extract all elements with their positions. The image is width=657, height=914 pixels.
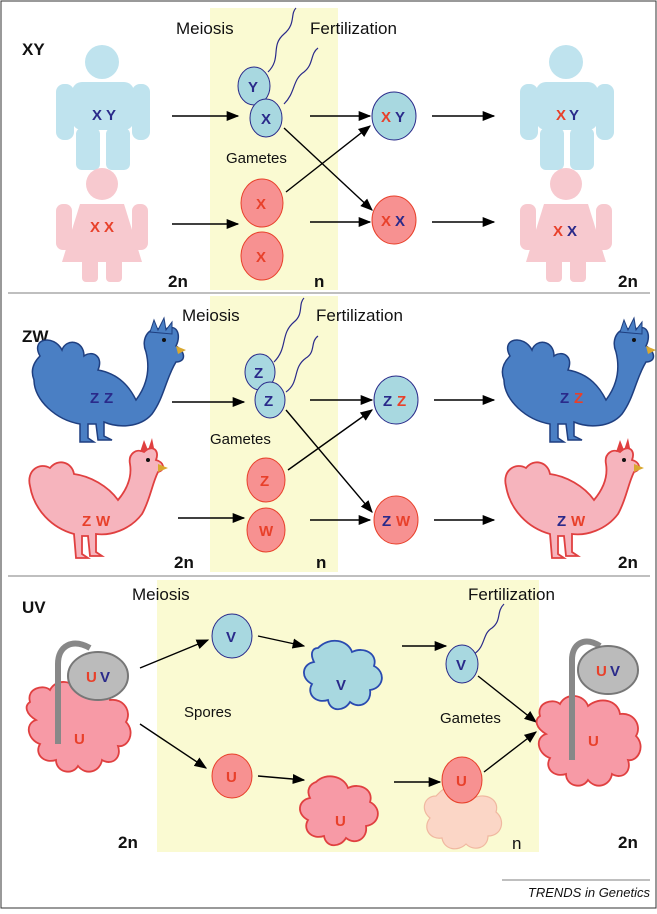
zygote-xx-x1: X bbox=[381, 213, 391, 230]
egg-z-label: Z bbox=[260, 473, 269, 490]
zygote-zw-w: W bbox=[396, 513, 411, 530]
male-right-x: X bbox=[556, 107, 566, 124]
ploidy-right-xy: 2n bbox=[618, 272, 638, 291]
egg-w-label: W bbox=[259, 523, 274, 540]
ploidy-mid-xy: n bbox=[314, 272, 324, 291]
spore-v-label: V bbox=[226, 629, 236, 646]
sporophyte-right-u: U bbox=[596, 663, 607, 680]
meiosis-label-zw: Meiosis bbox=[182, 306, 240, 325]
sporophyte-left-v: V bbox=[100, 669, 110, 686]
ploidy-right-zw: 2n bbox=[618, 553, 638, 572]
fertilization-label-xy: Fertilization bbox=[310, 19, 397, 38]
fertilization-label-zw: Fertilization bbox=[316, 306, 403, 325]
ploidy-left-xy: 2n bbox=[168, 272, 188, 291]
hen-right-w: W bbox=[571, 513, 586, 530]
egg-x-1-label: X bbox=[256, 196, 266, 213]
gamete-x-sperm-label: X bbox=[261, 111, 271, 128]
zygote-zw-z: Z bbox=[382, 513, 391, 530]
gamete-u-label: U bbox=[456, 773, 467, 790]
hen-left-w: W bbox=[96, 513, 111, 530]
gamete-v-label: V bbox=[456, 657, 466, 674]
rooster-left-z2: Z bbox=[104, 390, 113, 407]
male-gametophyte-v: V bbox=[336, 677, 346, 694]
meiosis-label-xy: Meiosis bbox=[176, 19, 234, 38]
zygote-zz bbox=[374, 376, 418, 424]
gamete-z1-label: Z bbox=[254, 365, 263, 382]
fertilization-label-uv: Fertilization bbox=[468, 585, 555, 604]
spores-label: Spores bbox=[184, 704, 232, 721]
hen-left-z: Z bbox=[82, 513, 91, 530]
ploidy-mid-zw: n bbox=[316, 553, 326, 572]
footer-credit: TRENDS in Genetics bbox=[528, 885, 651, 900]
rooster-left-z1: Z bbox=[90, 390, 99, 407]
gamete-z2-label: Z bbox=[264, 393, 273, 410]
zygote-zz-z2: Z bbox=[397, 393, 406, 410]
rooster-right-z1: Z bbox=[560, 390, 569, 407]
ploidy-left-zw: 2n bbox=[174, 553, 194, 572]
zygote-xy bbox=[372, 92, 416, 140]
hen-right-z: Z bbox=[557, 513, 566, 530]
zygote-xx bbox=[372, 196, 416, 244]
ploidy-mid-uv: n bbox=[512, 834, 521, 853]
gametophyte-left-u: U bbox=[74, 731, 85, 748]
gametophyte-right-u: U bbox=[588, 733, 599, 750]
female-left-x2: X bbox=[104, 219, 114, 236]
male-left-y: Y bbox=[106, 107, 116, 124]
meiosis-label-uv: Meiosis bbox=[132, 585, 190, 604]
male-left-x: X bbox=[92, 107, 102, 124]
zygote-xy-x: X bbox=[381, 109, 391, 126]
system-label-xy: XY bbox=[22, 40, 45, 59]
ploidy-left-uv: 2n bbox=[118, 833, 138, 852]
zygote-xy-y: Y bbox=[395, 109, 405, 126]
sporophyte-left-u: U bbox=[86, 669, 97, 686]
female-right-x1: X bbox=[553, 223, 563, 240]
gamete-y-label: Y bbox=[248, 79, 258, 96]
gametes-label-uv: Gametes bbox=[440, 710, 501, 727]
spore-u-label: U bbox=[226, 769, 237, 786]
zygote-xx-x2: X bbox=[395, 213, 405, 230]
female-right-x2: X bbox=[567, 223, 577, 240]
zygote-zz-z1: Z bbox=[383, 393, 392, 410]
system-label-uv: UV bbox=[22, 598, 46, 617]
gametes-label-xy: Gametes bbox=[226, 150, 287, 167]
gametes-label-zw: Gametes bbox=[210, 431, 271, 448]
rooster-right-z2: Z bbox=[574, 390, 583, 407]
sporophyte-right-v: V bbox=[610, 663, 620, 680]
female-gametophyte-u: U bbox=[335, 813, 346, 830]
male-right-y: Y bbox=[569, 107, 579, 124]
ploidy-right-uv: 2n bbox=[618, 833, 638, 852]
female-left-x1: X bbox=[90, 219, 100, 236]
egg-x-2-label: X bbox=[256, 249, 266, 266]
